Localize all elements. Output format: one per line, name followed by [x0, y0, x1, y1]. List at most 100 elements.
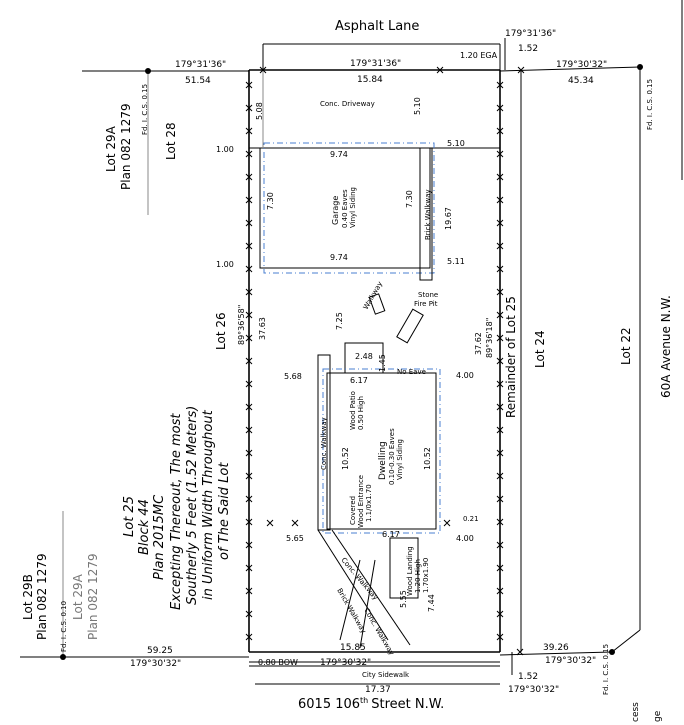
note-no-eave: No Eave — [397, 368, 426, 376]
boundary-marker-x — [496, 311, 504, 319]
note-landing-1: Wood Landing — [406, 546, 414, 596]
dim-top-left-len: 51.54 — [185, 76, 211, 86]
note-conc-walkway: Conc. Walkway — [320, 417, 328, 470]
boundary-marker-x — [496, 587, 504, 595]
boundary-marker-x — [496, 403, 504, 411]
dim-top-len: 15.84 — [357, 75, 383, 85]
boundary-marker-x — [245, 633, 253, 641]
boundary-marker-x — [496, 242, 504, 250]
boundary-marker-x — [496, 334, 504, 342]
dim-walkway-gap: 7.25 — [335, 312, 344, 330]
boundary-marker-x — [496, 357, 504, 365]
boundary-marker-x — [496, 127, 504, 135]
label-lot-24: Lot 24 — [533, 330, 547, 368]
pin-note-bl: Fd. I. C.S. 0.10 — [60, 601, 68, 652]
boundary-marker-x — [516, 648, 524, 656]
dwelling-outline — [317, 354, 441, 649]
label-lot-29a-top: Lot 29A — [104, 125, 118, 172]
boundary-marker-x — [496, 564, 504, 572]
dim-bottom-offset: 1.52 — [518, 672, 538, 682]
boundary-marker-x — [496, 472, 504, 480]
boundary-marker-x — [245, 587, 253, 595]
boundary-marker-x — [259, 66, 267, 74]
bearing-bottom-center: 179°30'32" — [320, 658, 371, 668]
pin-top-left — [145, 68, 151, 74]
note-patio-2: 0.50 High — [357, 396, 365, 430]
label-remainder-25: Remainder of Lot 25 — [504, 296, 518, 418]
dim-driveway-right: 5.10 — [413, 97, 422, 115]
bearing-right-side: 89°36'18" — [485, 318, 494, 358]
boundary-marker-x — [245, 173, 253, 181]
bearing-left-side: 89°36'58" — [237, 305, 246, 345]
boundary-marker-x — [245, 81, 253, 89]
boundary-marker-x — [245, 403, 253, 411]
bearing-top-right-small: 179°31'36" — [505, 29, 556, 39]
dim-house-width: 6.17 — [350, 376, 368, 385]
boundary-marker-x — [496, 541, 504, 549]
note-driveway: Conc. Driveway — [320, 100, 375, 108]
dim-front-gap: 0.21 — [463, 515, 479, 523]
dim-left-side-len: 37.63 — [258, 317, 267, 340]
pin-bottom-right — [609, 649, 615, 655]
legal-line-6: in Uniform Width Throughout — [201, 409, 216, 600]
boundary-marker-x — [496, 265, 504, 273]
note-dwelling-2: 0.10-0.30 Eaves — [388, 428, 396, 485]
boundary-marker-x — [245, 564, 253, 572]
dim-top-right-gap: 1.20 EGA — [460, 51, 498, 60]
boundary-marker-x — [496, 173, 504, 181]
boundary-marker-x — [245, 449, 253, 457]
pin-top-right — [637, 64, 643, 70]
dim-garage-left-setback: 1.00 — [216, 145, 234, 154]
boundary-marker-x — [496, 518, 504, 526]
garage-area — [249, 70, 500, 281]
note-dwelling-3: Vinyl Siding — [396, 439, 404, 480]
legal-line-2: Block 44 — [137, 499, 152, 555]
dim-front-setback-b: 7.44 — [427, 594, 436, 612]
dim-front-left: 5.65 — [286, 534, 304, 543]
pin-note-tl: Fd. I. C.S. 0.15 — [141, 84, 149, 135]
bearing-bottom-right: 179°30'32" — [545, 656, 596, 666]
boundary-marker-x — [496, 150, 504, 158]
boundary-marker-x — [496, 633, 504, 641]
note-covered-1: Covered — [349, 496, 357, 525]
dim-patio-depth: 1.45 — [378, 354, 387, 372]
label-plan-top: Plan 082 1279 — [119, 103, 133, 190]
bearing-top-left: 179°31'36" — [175, 60, 226, 70]
cut-text-1: cess — [631, 702, 641, 722]
dim-house-depth-left: 10.52 — [341, 447, 350, 470]
legal-line-3: Plan 2015MC — [152, 494, 167, 580]
cut-text-2: ge — [653, 710, 663, 722]
legal-line-4: Excepting Thereout, The most — [169, 413, 184, 610]
label-plan-29a-bottom: Plan 082 1279 — [86, 553, 100, 640]
dim-garage-bottom-width: 9.74 — [330, 253, 348, 262]
label-plan-29b: Plan 082 1279 — [35, 553, 49, 640]
legal-description: Lot 25 Block 44 Plan 2015MC Excepting Th… — [122, 406, 232, 610]
boundary-marker-x — [245, 541, 253, 549]
dim-garage-depth-right: 7.30 — [405, 190, 414, 208]
boundary-marker-x — [436, 66, 444, 74]
boundary-marker-x — [245, 127, 253, 135]
survey-pins — [60, 64, 643, 660]
boundary-marker-x — [245, 610, 253, 618]
dim-top-offset: 1.52 — [518, 44, 538, 54]
dim-garage-bottom-right: 5.11 — [447, 257, 465, 266]
dim-garage-width: 9.74 — [330, 150, 348, 159]
dim-garage-depth-left: 7.30 — [266, 192, 275, 210]
note-patio-1: Wood Patio — [349, 391, 357, 430]
boundary-marker-x — [496, 610, 504, 618]
pin-bottom-left — [60, 654, 66, 660]
dim-total-len: 17.37 — [365, 685, 391, 695]
dim-front-right: 4.00 — [456, 534, 474, 543]
pin-note-tr: Fd. I. C.S. 0.15 — [646, 79, 654, 130]
dim-right-side-len: 37.62 — [474, 332, 483, 355]
dim-house-left-setback: 5.68 — [284, 372, 302, 381]
boundary-marker-x — [496, 196, 504, 204]
note-garage-3: Vinyl Siding — [349, 187, 357, 228]
boundary-marker-x — [496, 104, 504, 112]
boundary-marker-x — [496, 495, 504, 503]
note-dwelling-1: Dwelling — [378, 441, 388, 480]
dim-garage-bottom-left: 1.00 — [216, 260, 234, 269]
note-covered-3: 1.1/0x1.70 — [365, 484, 373, 522]
bearing-bottom-left: 179°30'32" — [130, 659, 181, 669]
